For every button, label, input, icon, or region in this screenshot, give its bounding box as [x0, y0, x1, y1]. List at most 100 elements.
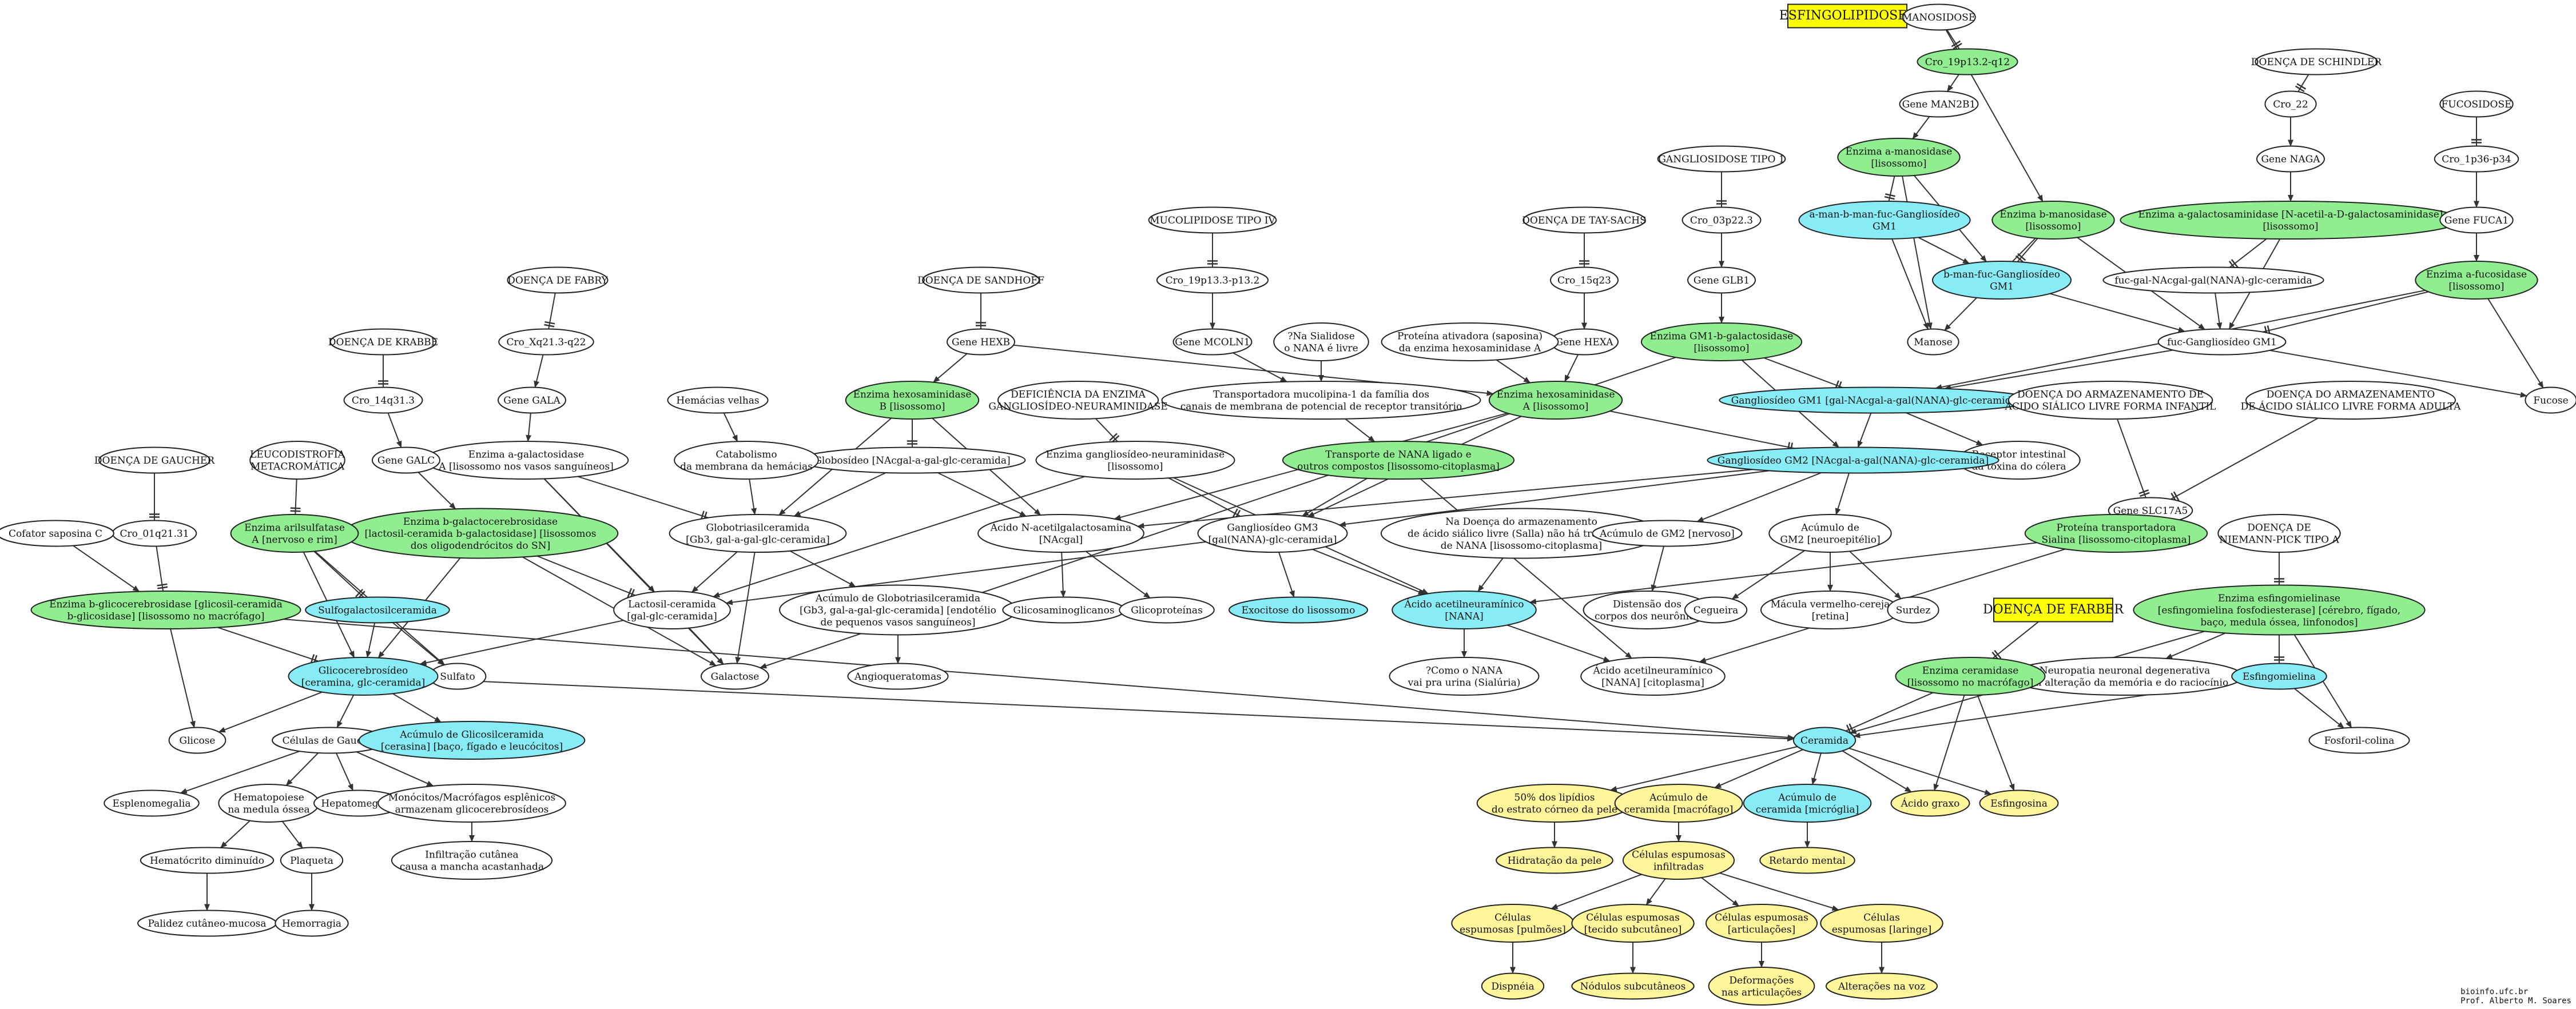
- edge-sulfogal-to-glicocer: [365, 623, 376, 658]
- node-enz_bmano-shape: [1991, 201, 2115, 240]
- node-enz_cer-label: [lisossomo no macrófago]: [1907, 677, 2034, 689]
- node-palidez-label: Palidez cutâneo-mucosa: [148, 918, 266, 930]
- node-distensao-label: corpos dos neurônios: [1595, 611, 1700, 623]
- edge-esfingomielina-to-fosforil: [2293, 688, 2344, 729]
- node-transpnana-label: outros compostos [lisossomo-citoplasma]: [1297, 461, 1500, 473]
- node-plaqueta-shape: [280, 847, 344, 874]
- edge-schindler-to-cro22: [2295, 74, 2309, 93]
- node-hemato-label: Hematopoiese: [233, 792, 304, 804]
- node-glicoprot-shape: [1119, 596, 1215, 624]
- node-cro15-shape: [1550, 266, 1619, 294]
- node-gm1b-shape: [1932, 261, 2072, 300]
- node-acumglobo-label: [Gb3, gal-a-gal-glc-ceramida] [endotélio: [800, 605, 996, 616]
- node-hemato-label: na medula óssea: [228, 804, 309, 816]
- edge-gm3-to-nana: [1312, 548, 1425, 595]
- edge-glicocer-to-glicose: [218, 691, 323, 733]
- node-neuropatia-label: Neuropatia neuronal degenerativa: [2040, 665, 2210, 677]
- node-hepato: Hepatomegalia: [313, 789, 404, 817]
- node-fuca1-shape: [2439, 206, 2514, 234]
- node-deformacoes-shape: [1708, 967, 1815, 1006]
- node-catabolismo-label: Catabolismo: [715, 449, 777, 461]
- node-neuropatia-label: com alteração da memória e do raciocínio: [2021, 677, 2228, 689]
- node-enz_afuc-shape: [2415, 261, 2538, 300]
- node-manose-label: Manose: [1914, 337, 1953, 348]
- node-comonana-label: vai pra urina (Sialúria): [1408, 677, 1521, 689]
- node-enz_esfmi: Enzima esfingomielinase[esfingomielina f…: [2133, 584, 2426, 636]
- node-espleno-label: Esplenomegalia: [113, 798, 191, 809]
- edge-cofator-to-enz_bglic: [73, 545, 140, 592]
- node-enz_ganglneur-shape: [1035, 441, 1235, 480]
- node-cro22-label: Cro_22: [2273, 99, 2308, 110]
- node-naga-label: Gene NAGA: [2261, 154, 2320, 165]
- node-enz_hexa-label: Enzima hexosaminidase: [1497, 389, 1615, 401]
- node-acumcermic-label: Acúmulo de: [1778, 792, 1836, 804]
- node-exocitose-shape: [1229, 596, 1368, 624]
- node-cegueira-shape: [1684, 596, 1748, 624]
- node-enz_agal: Enzima a-galactosaminidase [N-acetil-a-D…: [2120, 201, 2462, 240]
- node-enz_esfmi-label: baço, medula óssea, linfonodos]: [2200, 617, 2358, 628]
- node-leuco-label: LEUCODISTROFIA: [250, 449, 345, 461]
- node-dispneia: Dispnéia: [1481, 972, 1545, 1000]
- node-infiltracao-label: Infiltração cutânea: [425, 850, 518, 861]
- node-farber-shape: [1993, 597, 2113, 623]
- node-fuca1-label: Gene FUCA1: [2444, 215, 2509, 226]
- node-enz_bgalcer-label: Enzima b-galactocerebrosidase: [403, 516, 558, 528]
- node-enz_gm1b-label: Enzima GM1-b-galactosidase: [1650, 331, 1794, 342]
- node-tay-label: DOENÇA DE TAY-SACHS: [1522, 215, 1646, 226]
- edge-enz_agalsid-to-globotri: [577, 476, 709, 522]
- edge-saposina-to-enz_hexa: [1496, 359, 1531, 384]
- node-acumglobo: Acúmulo de Globotriasilceramida[Gb3, gal…: [779, 584, 1017, 636]
- node-glicose: Glicose: [168, 727, 226, 754]
- node-naga-shape: [2256, 145, 2325, 173]
- node-espulm-label: espumosas [pulmões]: [1460, 924, 1566, 936]
- node-surdez-label: Surdez: [1896, 605, 1931, 616]
- node-galc-label: Gene GALC: [377, 455, 435, 466]
- edge-celgaucher-to-espleno: [180, 751, 300, 794]
- node-cro3p-shape: [1681, 206, 1762, 234]
- node-gm3-label: Gangliosídeo GM3: [1227, 523, 1318, 534]
- node-enz_bgalcer-label: [lactosil-ceramida b-galactosidase] [lis…: [365, 528, 597, 540]
- node-sialinf-shape: [2007, 381, 2213, 420]
- node-deficiencia-shape: [997, 381, 1159, 420]
- node-sialidose-label: o NANA é livre: [1284, 343, 1358, 354]
- node-mcoln1: Gene MCOLN1: [1172, 328, 1253, 356]
- node-croxq-shape: [498, 328, 594, 356]
- edge-acumgm2-to-surdez: [1849, 551, 1902, 599]
- credit-author: Prof. Alberto M. Soares: [2460, 996, 2571, 1006]
- node-receptor-label: da toxina do cólera: [1971, 461, 2066, 473]
- node-nacgal-shape: [977, 514, 1144, 553]
- node-enz_amano-label: [lisossomo]: [1871, 158, 1926, 169]
- author-credit: bioinfo.ufc.br Prof. Alberto M. Soares: [2460, 987, 2571, 1006]
- node-acidograxo: Ácido graxo: [1890, 789, 1970, 817]
- node-glicocer-label: [ceramina, glc-ceramida]: [301, 677, 426, 689]
- edge-man2b1-to-enz_amano: [1912, 116, 1930, 139]
- node-infiltracao-shape: [391, 841, 553, 880]
- node-enz_afuc-label: [lisossomo]: [2448, 281, 2504, 292]
- edge-enz_amano-to-manose: [1902, 176, 1933, 330]
- node-sulfato-label: Sulfato: [440, 671, 475, 683]
- node-retardo: Retardo mental: [1759, 847, 1855, 874]
- node-fucosidose-label: FUCOSIDOSE: [2441, 99, 2511, 110]
- node-globotri-label: [Gb3, gal-a-gal-glc-ceramida]: [686, 535, 830, 546]
- node-title-label: ESFINGOLIPIDOSES: [1779, 9, 1916, 23]
- node-sialidose-shape: [1273, 322, 1369, 361]
- node-schindler-label: DOENÇA DE SCHINDLER: [2251, 57, 2382, 68]
- node-monocitos-label: Monócitos/Macrófagos esplênicos: [388, 792, 555, 804]
- node-fucgal-shape: [2102, 266, 2324, 294]
- node-dispneia-shape: [1481, 972, 1545, 1000]
- node-acidograxo-label: Ácido graxo: [1901, 797, 1960, 809]
- node-ceramida-shape: [1792, 727, 1857, 754]
- node-enz_ganglneur-label: [lisossomo]: [1107, 461, 1163, 473]
- node-leuco-label: METACROMÁTICA: [251, 461, 345, 473]
- node-glicosamino-label: Glicosaminoglicanos: [1013, 605, 1114, 616]
- node-enz_afuc: Enzima a-fucosidase[lisossomo]: [2415, 261, 2538, 300]
- node-nana-shape: [1392, 591, 1537, 629]
- edge-enz_cer-to-ceramida: [1845, 692, 1934, 735]
